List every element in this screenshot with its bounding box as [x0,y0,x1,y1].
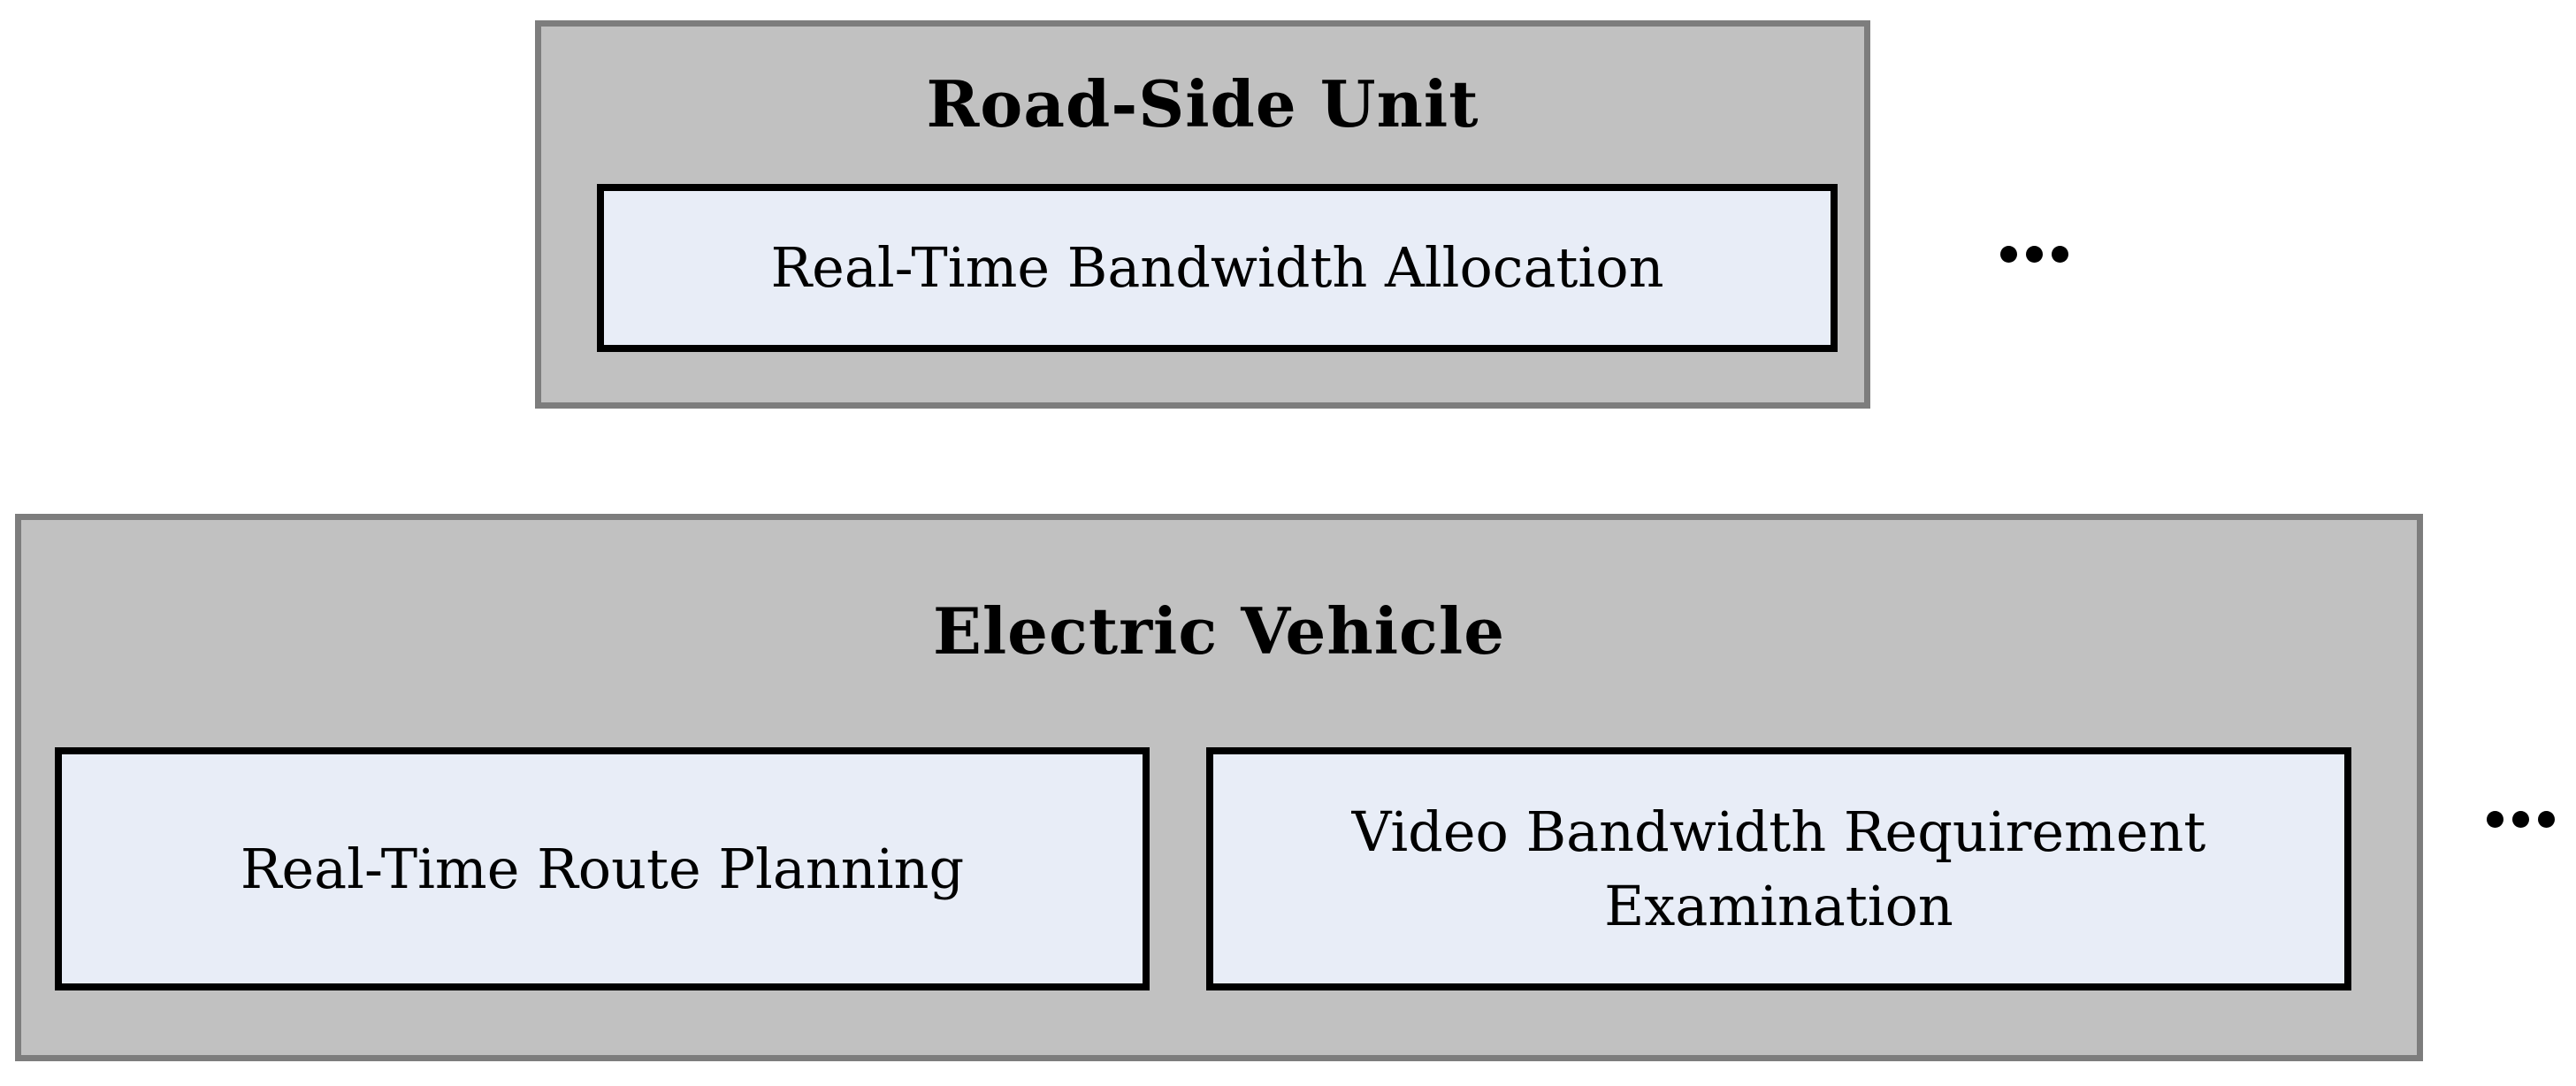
road-side-unit-title: Road-Side Unit [926,66,1479,141]
module-real-time-bandwidth-allocation: Real-Time Bandwidth Allocation [597,184,1838,352]
module-video-bandwidth-requirement-examination: Video Bandwidth Requirement Examination [1206,747,2351,990]
module-label: Real-Time Route Planning [240,836,965,901]
electric-vehicle-title: Electric Vehicle [932,593,1506,669]
ellipsis-icon [2487,811,2555,828]
ellipsis-icon [2000,246,2068,263]
road-side-unit-container: Road-Side Unit Real-Time Bandwidth Alloc… [535,20,1870,409]
module-label: Real-Time Bandwidth Allocation [770,235,1664,301]
module-label: Video Bandwidth Requirement Examination [1351,799,2206,938]
electric-vehicle-container: Electric Vehicle Real-Time Route Plannin… [15,514,2423,1061]
module-real-time-route-planning: Real-Time Route Planning [55,747,1150,990]
